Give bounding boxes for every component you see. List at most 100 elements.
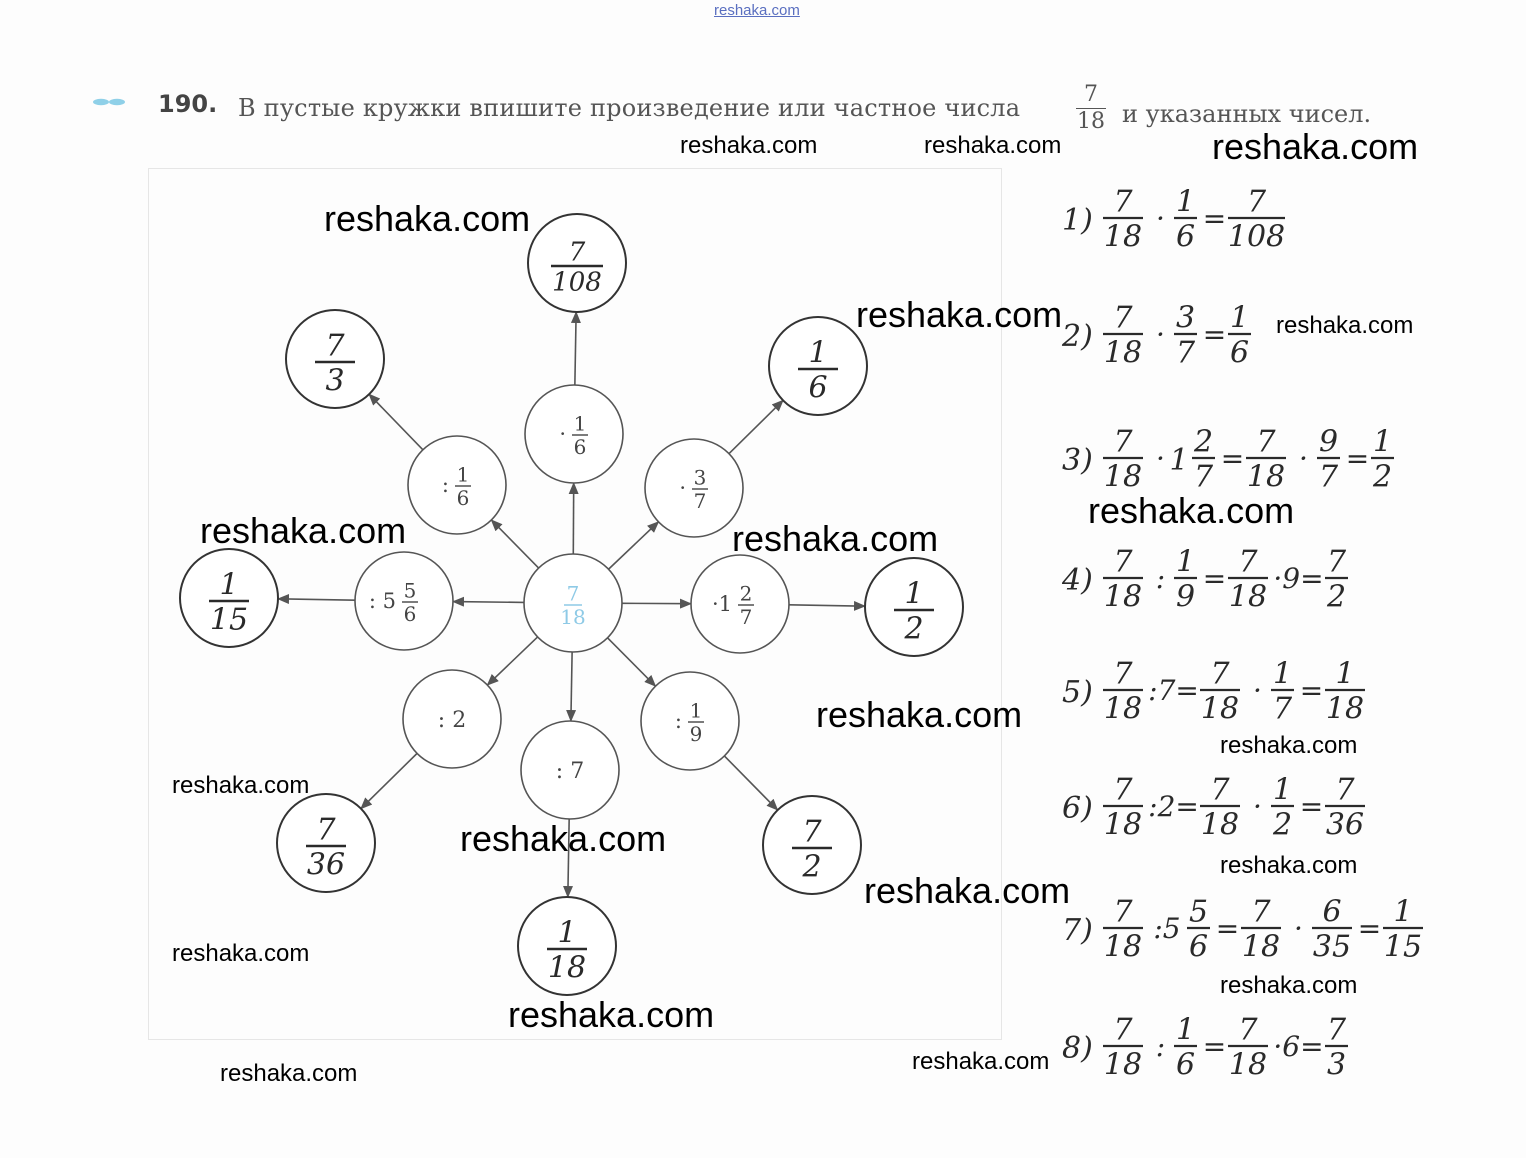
operation-fraction-numerator: 2: [740, 582, 753, 606]
solution-label: 3): [1062, 443, 1093, 478]
solution-fraction-numerator: 7: [1251, 894, 1271, 929]
solution-fraction-numerator: 7: [1113, 1012, 1133, 1047]
result-fraction-denominator: 3: [325, 364, 344, 399]
result-fraction-numerator: 1: [219, 567, 238, 602]
watermark-text: reshaka.com: [172, 940, 310, 967]
watermark-text: reshaka.com: [1220, 732, 1358, 759]
solution-fraction-denominator: 6: [1189, 930, 1208, 965]
arrow-op-to-result-4: [723, 755, 779, 811]
watermark-text: reshaka.com: [1220, 852, 1358, 879]
watermark-text: reshaka.com: [508, 994, 715, 1035]
arrow-center-to-op-4: [606, 637, 657, 687]
solution-operator: ·: [1299, 442, 1308, 475]
solution-label: 8): [1062, 1031, 1093, 1066]
solution-row-6: 6)718:2=718·12=736: [1062, 772, 1365, 843]
solution-fraction-denominator: 18: [1247, 460, 1285, 495]
solution-fraction-numerator: 7: [1113, 300, 1133, 335]
result-circle-5: 118: [517, 896, 617, 996]
solution-fraction-numerator: 7: [1113, 656, 1133, 691]
top-watermark-link[interactable]: reshaka.com: [714, 2, 800, 19]
solution-fraction-numerator: 1: [1176, 184, 1195, 219]
result-fraction-denominator: 108: [552, 268, 602, 298]
solution-fraction-denominator: 3: [1327, 1048, 1346, 1083]
solution-operator: :5: [1153, 912, 1180, 945]
solution-fraction-denominator: 18: [1104, 930, 1142, 965]
solution-fraction-denominator: 18: [1104, 1048, 1142, 1083]
watermark-text: reshaka.com: [172, 772, 310, 799]
solution-fraction-numerator: 7: [1113, 894, 1133, 929]
solution-operator: =: [1300, 790, 1323, 823]
watermark-text: reshaka.com: [220, 1060, 358, 1087]
solution-fraction-denominator: 18: [1104, 692, 1142, 727]
solution-label: 5): [1062, 675, 1093, 710]
center-fraction-denominator: 18: [560, 605, 585, 629]
solution-fraction-numerator: 7: [1327, 1012, 1347, 1047]
watermark-text: reshaka.com: [1276, 312, 1414, 339]
center-circle: 718: [523, 553, 623, 653]
solution-label: 6): [1062, 791, 1093, 826]
solution-fraction-numerator: 1: [1273, 772, 1292, 807]
solution-fraction-denominator: 7: [1273, 692, 1293, 727]
result-fraction-numerator: 7: [802, 814, 822, 849]
operation-circle-2: · 37: [644, 438, 744, 538]
solution-fraction-denominator: 15: [1384, 930, 1422, 965]
watermark-text: reshaka.com: [200, 510, 407, 551]
solution-row-2: 2)718·37=16: [1061, 300, 1251, 371]
operation-fraction-denominator: 6: [404, 602, 417, 626]
solution-fraction-numerator: 1: [1335, 656, 1354, 691]
operation-fraction-denominator: 7: [694, 489, 707, 513]
result-circle-7: 115: [179, 548, 279, 648]
task-text-end: и указанных чисел.: [1122, 100, 1372, 128]
solution-label: 4): [1061, 563, 1093, 598]
solution-operator: =: [1203, 1030, 1226, 1063]
watermark-text: reshaka.com: [324, 198, 531, 239]
solution-fraction-numerator: 5: [1189, 894, 1208, 929]
solution-fraction-denominator: 9: [1176, 580, 1195, 615]
diagram-frame: [148, 168, 1002, 1040]
watermark-text: reshaka.com: [856, 294, 1063, 335]
solution-fraction-numerator: 7: [1256, 424, 1276, 459]
solution-fraction-numerator: 2: [1193, 424, 1213, 459]
operation-circle-5: : 7: [520, 720, 620, 820]
solution-fraction-numerator: 7: [1113, 424, 1133, 459]
solution-operator: =: [1203, 318, 1226, 351]
solution-fraction-numerator: 1: [1176, 1012, 1195, 1047]
result-circle-4: 72: [762, 795, 862, 895]
operation-prefix: ·: [679, 476, 686, 500]
result-fraction-numerator: 7: [325, 328, 345, 363]
solution-fraction-numerator: 1: [1176, 544, 1195, 579]
solution-fraction-denominator: 18: [1104, 808, 1142, 843]
operation-fraction-numerator: 3: [694, 466, 707, 490]
solution-operator: :2=: [1148, 790, 1199, 823]
solution-operator: ·9=: [1273, 562, 1323, 595]
result-fraction-denominator: 6: [808, 371, 827, 406]
solution-fraction-denominator: 7: [1319, 460, 1339, 495]
solution-operator: ·: [1156, 442, 1165, 475]
solution-fraction-denominator: 18: [1201, 692, 1239, 727]
center-fraction-numerator: 7: [567, 582, 580, 606]
task-number: 190.: [158, 90, 218, 118]
result-fraction-numerator: 7: [569, 237, 586, 267]
solution-fraction-denominator: 2: [1272, 808, 1292, 843]
solution-fraction-denominator: 6: [1176, 220, 1195, 255]
result-circle-3: 12: [864, 557, 964, 657]
solution-operator: =: [1216, 912, 1239, 945]
solution-operator: =: [1203, 202, 1226, 235]
solution-operator: :: [1156, 562, 1165, 595]
arrow-op-to-result-6: [360, 752, 418, 810]
task-text: В пустые кружки впишите произведение или…: [238, 94, 1021, 122]
solution-fraction-denominator: 7: [1176, 336, 1196, 371]
difficulty-dots-icon: [93, 98, 125, 106]
operation-circle-8: :16: [407, 435, 507, 535]
watermark-text: reshaka.com: [816, 694, 1023, 735]
solution-fraction-numerator: 7: [1238, 1012, 1258, 1047]
arrow-center-to-op-2: [607, 521, 660, 570]
solution-operator: ·: [1294, 912, 1303, 945]
operation-prefix: :: [442, 473, 449, 497]
